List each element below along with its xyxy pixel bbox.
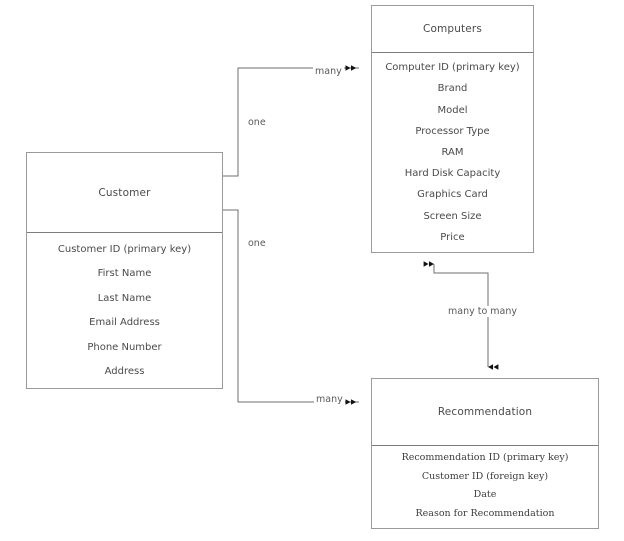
edge-label-one-recommendation: one <box>246 238 268 249</box>
edge-label-many-to-many: many to many <box>446 306 520 317</box>
connector-computers-recommendation <box>423 261 499 370</box>
entity-computers-title: Computers <box>372 6 533 53</box>
attribute-row: Model <box>437 104 468 116</box>
entity-recommendation-title: Recommendation <box>372 379 598 446</box>
attribute-row: Last Name <box>97 292 152 304</box>
entity-recommendation-attributes: Recommendation ID (primary key) Customer… <box>372 446 598 528</box>
attribute-row: First Name <box>97 268 152 280</box>
attribute-row: Recommendation ID (primary key) <box>401 452 569 464</box>
edge-label-many-computers: many <box>313 66 344 77</box>
entity-customer-title: Customer <box>27 153 222 233</box>
entity-customer[interactable]: Customer Customer ID (primary key) First… <box>26 152 223 389</box>
entity-recommendation[interactable]: Recommendation Recommendation ID (primar… <box>371 378 599 529</box>
attribute-row: Reason for Recommendation <box>415 507 555 519</box>
attribute-row: Computer ID (primary key) <box>385 62 520 74</box>
entity-computers-attributes: Computer ID (primary key) Brand Model Pr… <box>372 53 533 252</box>
attribute-row: Customer ID (foreign key) <box>421 470 549 482</box>
connector-customer-computers <box>223 65 359 177</box>
attribute-row: Brand <box>437 83 468 95</box>
attribute-row: Processor Type <box>415 125 490 137</box>
attribute-row: RAM <box>441 146 464 158</box>
attribute-row: Address <box>104 366 145 378</box>
edge-label-many-recommendation: many <box>314 394 345 405</box>
attribute-row: Graphics Card <box>417 189 488 201</box>
attribute-row: Price <box>440 231 465 243</box>
connector-customer-recommendation <box>223 209 359 405</box>
attribute-row: Phone Number <box>87 341 162 353</box>
attribute-row: Hard Disk Capacity <box>404 168 501 180</box>
edge-label-one-computers: one <box>246 117 268 128</box>
entity-customer-attributes: Customer ID (primary key) First Name Las… <box>27 233 222 388</box>
entity-computers[interactable]: Computers Computer ID (primary key) Bran… <box>371 5 534 253</box>
attribute-row: Screen Size <box>423 210 482 222</box>
attribute-row: Customer ID (primary key) <box>57 243 192 255</box>
attribute-row: Date <box>473 489 497 501</box>
attribute-row: Email Address <box>89 317 160 329</box>
